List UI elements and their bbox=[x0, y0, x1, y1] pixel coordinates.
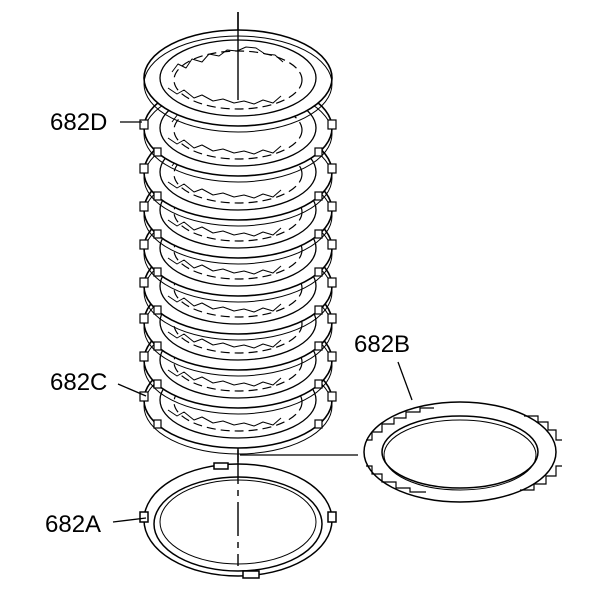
steel-plate-682b bbox=[363, 401, 562, 503]
leader-682b bbox=[397, 361, 413, 401]
leader-682a bbox=[112, 517, 147, 523]
callout-682d: 682D bbox=[50, 109, 107, 136]
leader-682c bbox=[117, 383, 147, 397]
callout-682a: 682A bbox=[45, 511, 101, 538]
leader-lines bbox=[112, 121, 413, 523]
callout-682b: 682B bbox=[354, 331, 410, 358]
callout-682c: 682C bbox=[50, 369, 107, 396]
